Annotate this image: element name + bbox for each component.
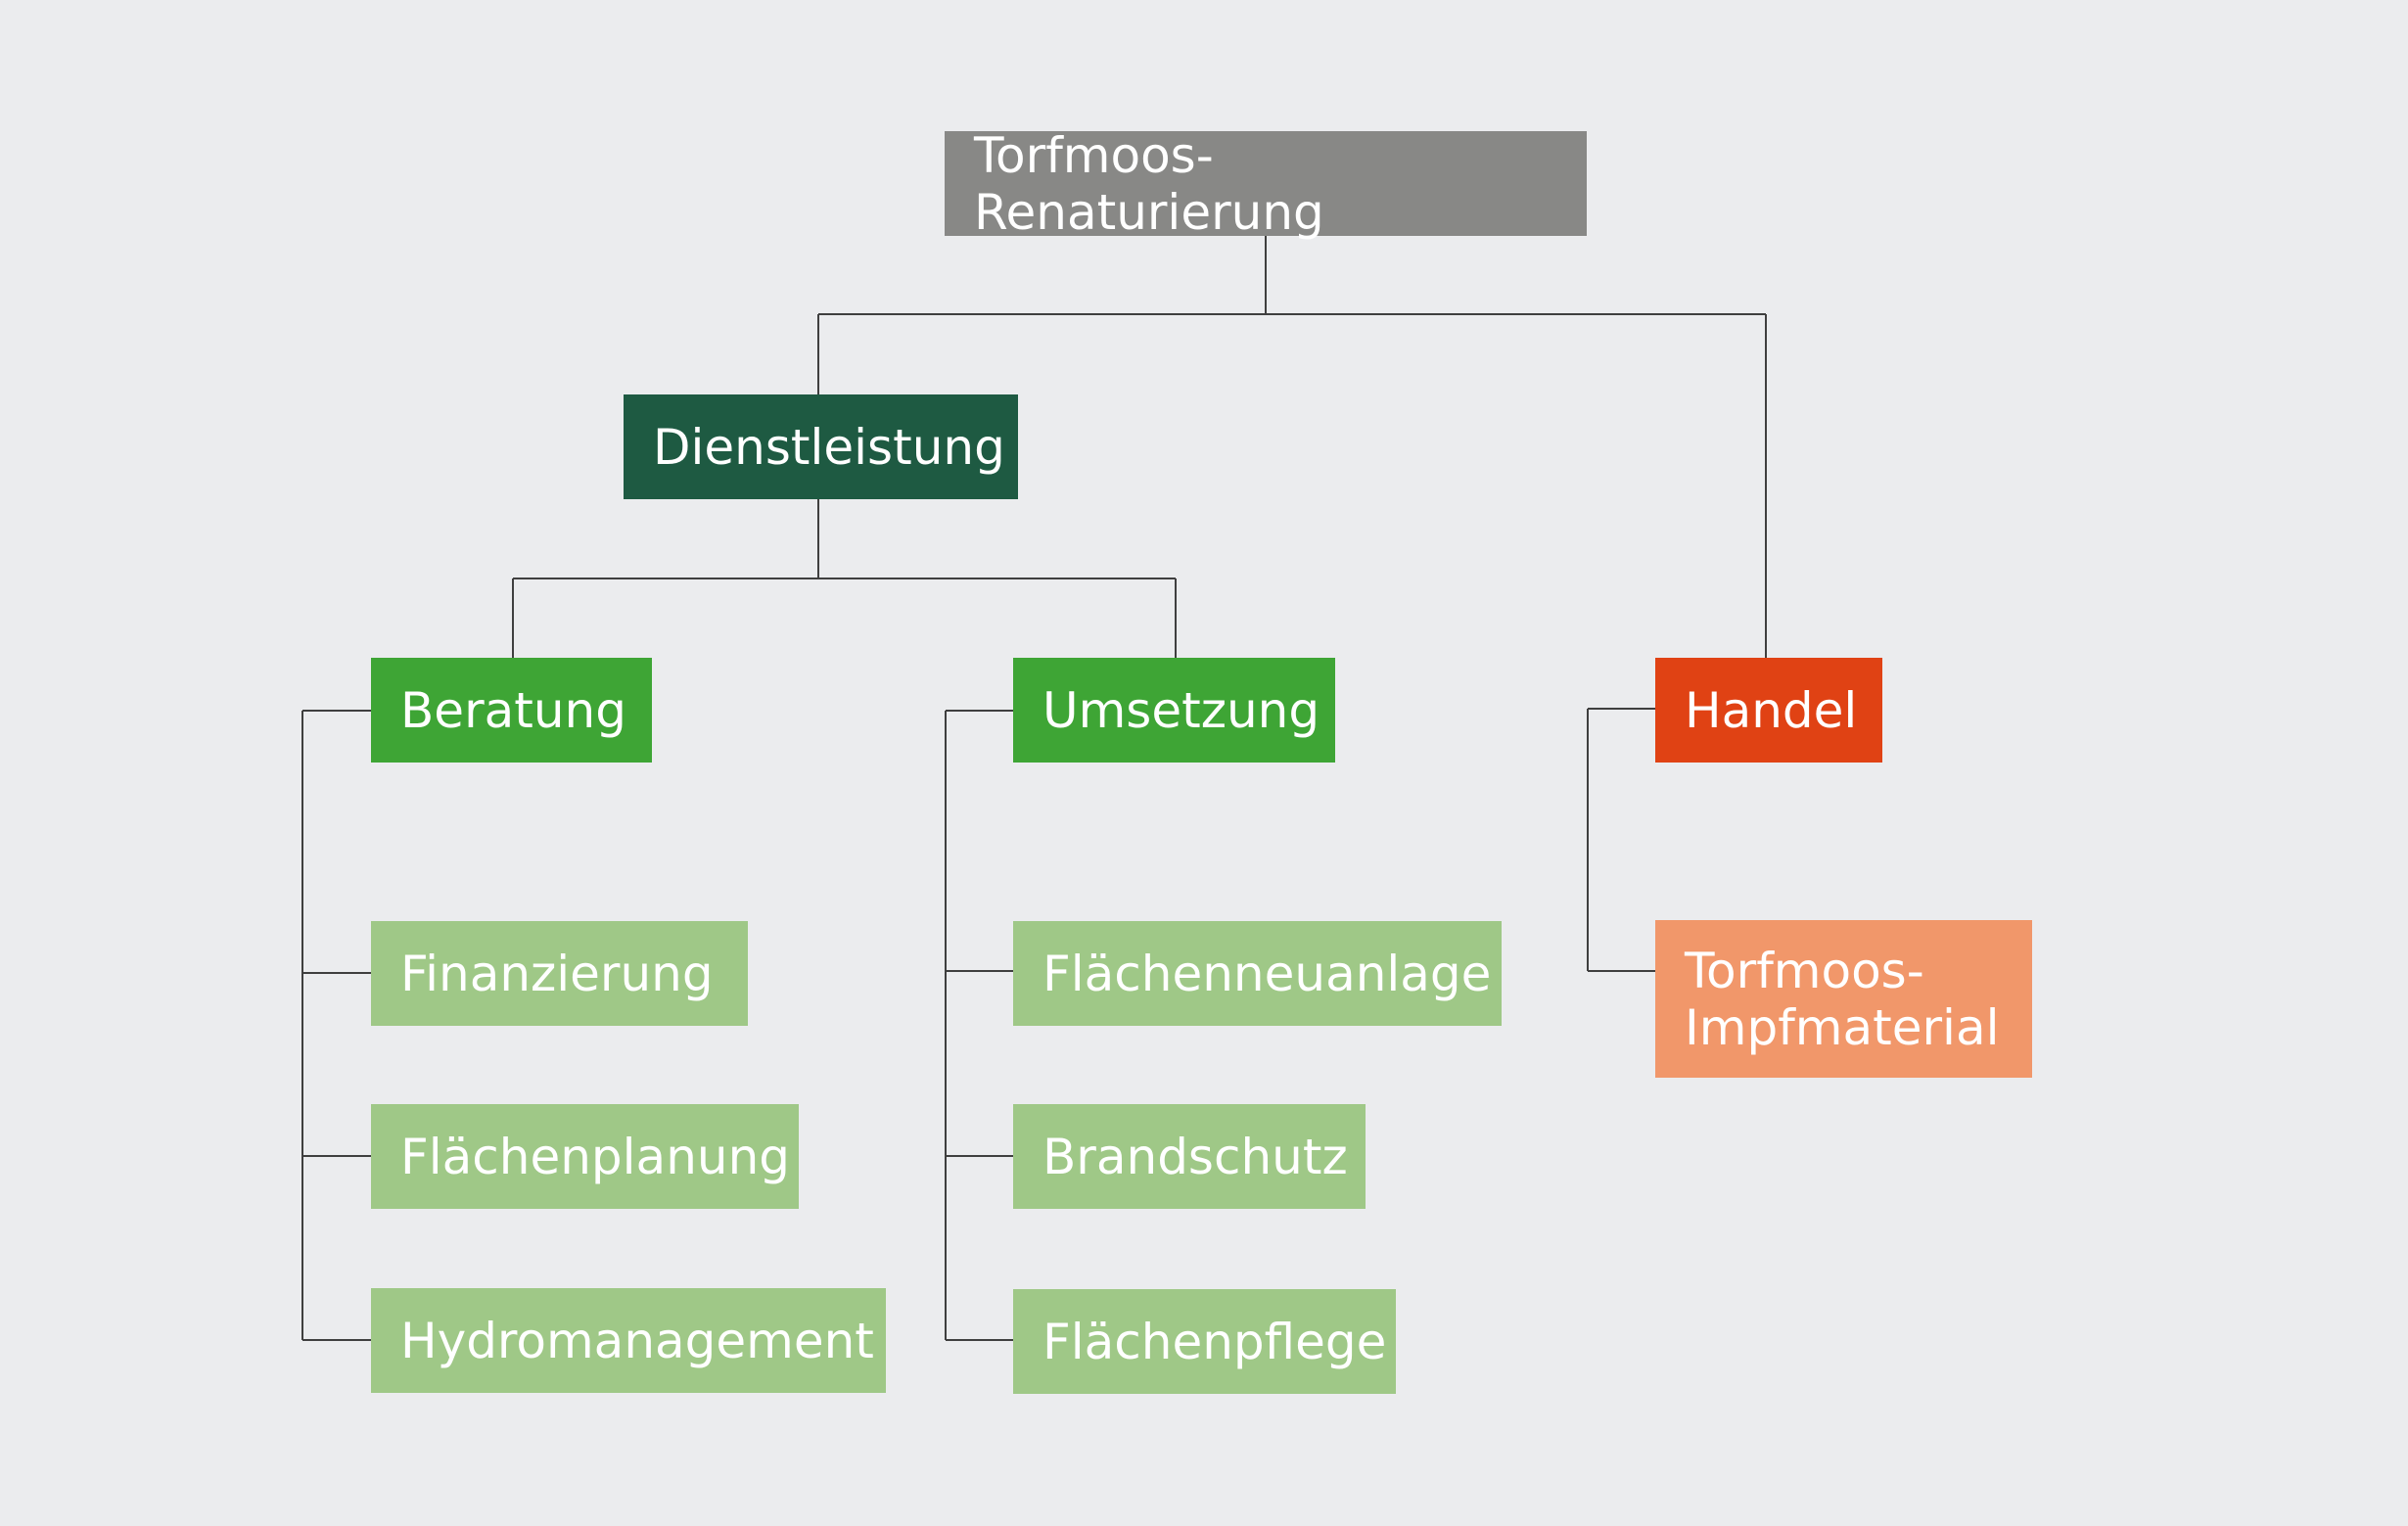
node-flaechenplanung: Flächenplanung: [371, 1104, 799, 1209]
node-handel: Handel: [1655, 658, 1882, 763]
node-hydromanagement: Hydromanagement: [371, 1288, 886, 1393]
node-flaechenpflege: Flächenpflege: [1013, 1289, 1396, 1394]
node-torfmoos-impfmaterial: Torfmoos- Impfmaterial: [1655, 920, 2032, 1078]
node-beratung: Beratung: [371, 658, 652, 763]
node-brandschutz: Brandschutz: [1013, 1104, 1366, 1209]
node-umsetzung: Umsetzung: [1013, 658, 1335, 763]
node-finanzierung: Finanzierung: [371, 921, 748, 1026]
node-torfmoos-renaturierung: Torfmoos-Renaturierung: [945, 127, 1587, 241]
node-dienstleistung: Dienstleistung: [624, 394, 1018, 499]
node-flaechenneuanlage: Flächenneuanlage: [1013, 921, 1502, 1026]
